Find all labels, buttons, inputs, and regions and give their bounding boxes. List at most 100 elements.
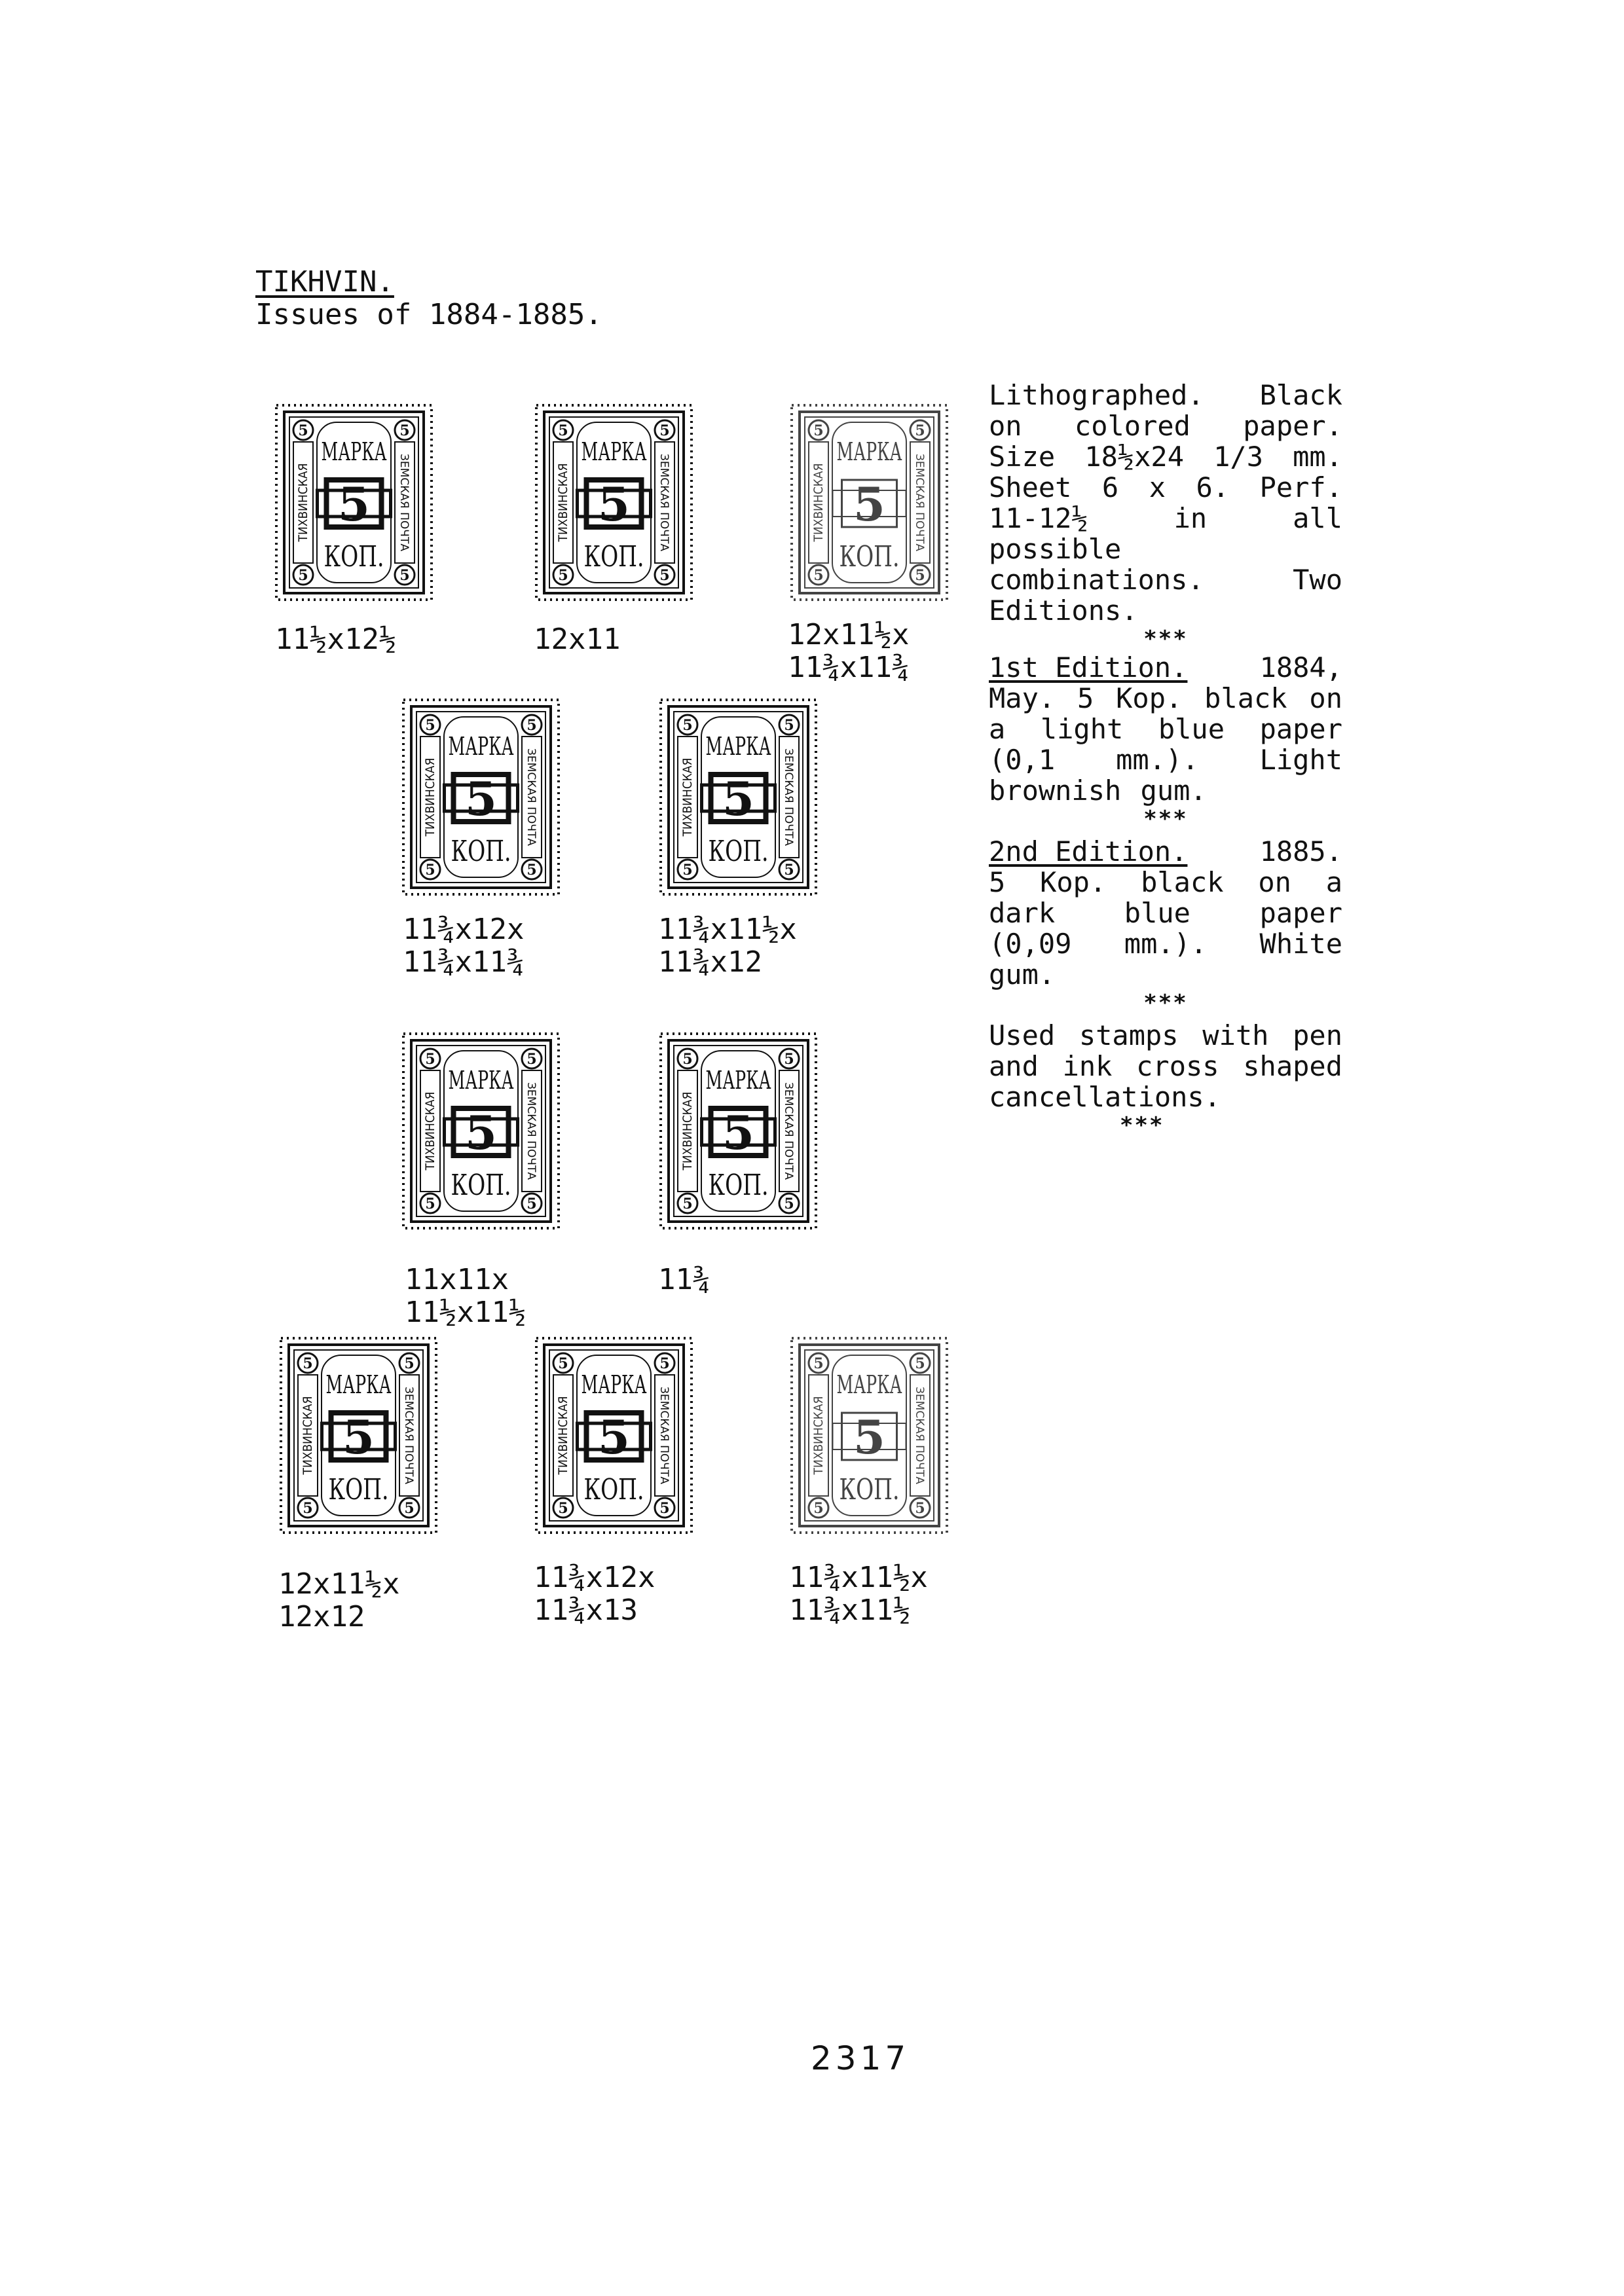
svg-text:МАРКА: МАРКА xyxy=(581,437,647,466)
svg-text:МАРКА: МАРКА xyxy=(837,1370,902,1399)
separator-stars: *** xyxy=(1120,1112,1164,1139)
svg-text:КОП.: КОП. xyxy=(709,1169,769,1202)
svg-text:ЗЕМСКАЯ ПОЧТА: ЗЕМСКАЯ ПОЧТА xyxy=(913,454,926,551)
svg-text:5: 5 xyxy=(722,1106,754,1160)
stamp-caption: 12x11½x 11¾x11¾ xyxy=(788,618,910,684)
svg-text:КОП.: КОП. xyxy=(840,540,900,574)
svg-text:ЗЕМСКАЯ ПОЧТА: ЗЕМСКАЯ ПОЧТА xyxy=(657,1387,671,1484)
svg-text:5: 5 xyxy=(303,1355,312,1372)
svg-text:5: 5 xyxy=(659,1355,669,1372)
stamp-caption: 12x11½x 12x12 xyxy=(278,1567,400,1633)
description-column: Lithographed. Black on colored paper. Si… xyxy=(989,380,1342,1139)
svg-text:КОП.: КОП. xyxy=(584,540,644,574)
svg-text:5: 5 xyxy=(915,1355,925,1372)
svg-text:МАРКА: МАРКА xyxy=(326,1370,392,1399)
svg-text:5: 5 xyxy=(598,1410,630,1465)
svg-text:ТИХВИНСКАЯ: ТИХВИНСКАЯ xyxy=(296,464,310,543)
svg-text:5: 5 xyxy=(425,1051,435,1068)
svg-text:5: 5 xyxy=(465,772,497,826)
svg-text:5: 5 xyxy=(813,1500,823,1517)
stamp-caption: 11¾ xyxy=(658,1263,710,1296)
svg-text:МАРКА: МАРКА xyxy=(837,437,902,466)
svg-text:5: 5 xyxy=(298,422,308,439)
stamp-caption: 12x11 xyxy=(534,623,621,656)
svg-text:КОП.: КОП. xyxy=(451,1169,511,1202)
page-title: TIKHVIN. xyxy=(255,265,394,299)
svg-text:5: 5 xyxy=(399,567,409,584)
svg-text:5: 5 xyxy=(526,717,536,734)
edition-2-heading: 2nd Edition. 1885. xyxy=(989,836,1342,867)
svg-text:5: 5 xyxy=(682,717,692,734)
edition-1-year: 1884, xyxy=(1259,651,1342,683)
svg-text:КОП.: КОП. xyxy=(324,540,384,574)
svg-text:5: 5 xyxy=(659,1500,669,1517)
svg-text:ЗЕМСКАЯ ПОЧТА: ЗЕМСКАЯ ПОЧТА xyxy=(913,1387,926,1484)
stamp-caption: 11¾x11½x 11¾x12 xyxy=(658,913,797,979)
edition-1-label: 1st Edition. xyxy=(989,651,1188,683)
svg-text:ТИХВИНСКАЯ: ТИХВИНСКАЯ xyxy=(680,1092,695,1171)
svg-text:МАРКА: МАРКА xyxy=(322,437,387,466)
svg-text:5: 5 xyxy=(784,1051,794,1068)
svg-text:ЗЕМСКАЯ ПОЧТА: ЗЕМСКАЯ ПОЧТА xyxy=(525,748,538,846)
svg-text:МАРКА: МАРКА xyxy=(581,1370,647,1399)
separator-stars: *** xyxy=(1143,990,1188,1016)
svg-text:5: 5 xyxy=(399,422,409,439)
svg-text:5: 5 xyxy=(659,567,669,584)
svg-text:5: 5 xyxy=(298,567,308,584)
edition-2-text: 5 Kop. black on a dark blue paper (0,09 … xyxy=(989,866,1342,991)
stamp-caption: 11x11x 11½x11½ xyxy=(405,1263,526,1329)
svg-text:5: 5 xyxy=(465,1106,497,1160)
svg-text:ЗЕМСКАЯ ПОЧТА: ЗЕМСКАЯ ПОЧТА xyxy=(782,748,795,846)
intro-text: Lithographed. Black on colored paper. Si… xyxy=(989,379,1342,627)
svg-text:ТИХВИНСКАЯ: ТИХВИНСКАЯ xyxy=(811,1396,826,1476)
svg-text:5: 5 xyxy=(425,1195,435,1212)
used-stamps-text: Used stamps with pen and ink cross shape… xyxy=(989,1019,1342,1113)
edition-2-label: 2nd Edition. xyxy=(989,835,1188,867)
svg-text:5: 5 xyxy=(915,422,925,439)
svg-text:5: 5 xyxy=(526,1195,536,1212)
svg-text:МАРКА: МАРКА xyxy=(706,732,771,761)
svg-text:5: 5 xyxy=(853,1410,885,1465)
svg-text:КОП.: КОП. xyxy=(840,1473,900,1506)
separator-stars: *** xyxy=(1143,626,1188,652)
svg-text:ТИХВИНСКАЯ: ТИХВИНСКАЯ xyxy=(556,1396,570,1476)
svg-text:5: 5 xyxy=(338,477,370,532)
svg-text:5: 5 xyxy=(558,567,568,584)
svg-text:5: 5 xyxy=(784,862,794,879)
edition-1-heading: 1st Edition. 1884, xyxy=(989,652,1342,683)
svg-text:5: 5 xyxy=(558,1500,568,1517)
svg-text:5: 5 xyxy=(558,1355,568,1372)
svg-text:5: 5 xyxy=(303,1500,312,1517)
stamp-caption: 11½x12½ xyxy=(275,623,397,656)
svg-text:ТИХВИНСКАЯ: ТИХВИНСКАЯ xyxy=(423,1092,437,1171)
svg-text:5: 5 xyxy=(404,1355,414,1372)
svg-text:5: 5 xyxy=(813,567,823,584)
svg-text:КОП.: КОП. xyxy=(584,1473,644,1506)
svg-text:5: 5 xyxy=(853,477,885,532)
svg-text:ЗЕМСКАЯ ПОЧТА: ЗЕМСКАЯ ПОЧТА xyxy=(397,454,411,551)
svg-text:5: 5 xyxy=(526,862,536,879)
svg-text:5: 5 xyxy=(342,1410,375,1465)
svg-text:МАРКА: МАРКА xyxy=(449,1066,514,1095)
svg-text:ТИХВИНСКАЯ: ТИХВИНСКАЯ xyxy=(556,464,570,543)
svg-text:ТИХВИНСКАЯ: ТИХВИНСКАЯ xyxy=(423,758,437,837)
svg-text:ЗЕМСКАЯ ПОЧТА: ЗЕМСКАЯ ПОЧТА xyxy=(657,454,671,551)
svg-text:5: 5 xyxy=(813,422,823,439)
edition-1-text: May. 5 Kop. black on a light blue paper … xyxy=(989,682,1342,807)
svg-text:КОП.: КОП. xyxy=(329,1473,389,1506)
svg-text:5: 5 xyxy=(682,1195,692,1212)
page-number: 2317 xyxy=(811,2039,910,2077)
svg-text:5: 5 xyxy=(558,422,568,439)
svg-text:ЗЕМСКАЯ ПОЧТА: ЗЕМСКАЯ ПОЧТА xyxy=(782,1082,795,1180)
svg-text:МАРКА: МАРКА xyxy=(449,732,514,761)
svg-text:ЗЕМСКАЯ ПОЧТА: ЗЕМСКАЯ ПОЧТА xyxy=(402,1387,415,1484)
